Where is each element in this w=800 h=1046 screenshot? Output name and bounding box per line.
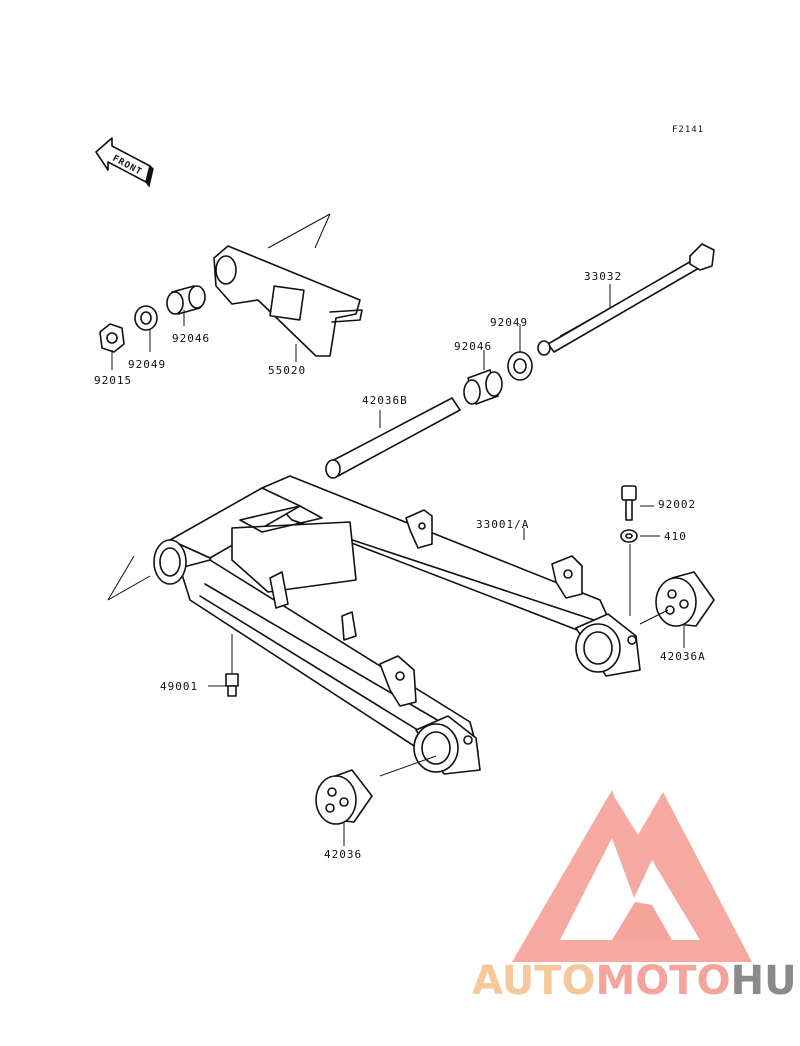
label-49001: 49001 [160,680,198,693]
label-42036B: 42036B [362,394,408,407]
label-92046-right: 92046 [454,340,492,353]
label-33001A: 33001/A [476,518,529,531]
section-lines [107,213,331,601]
watermark-logo [512,790,752,962]
label-92015: 92015 [94,374,132,387]
nut-92015 [99,323,125,353]
watermark-text: AUTOMOTOHUB [472,958,800,1004]
torque-link [213,245,363,357]
label-92002: 92002 [658,498,696,511]
watermark-moto: MOTO [596,958,731,1004]
bushing-42036A [655,571,715,627]
leader-lines [111,284,685,846]
label-410: 410 [664,530,687,543]
label-42036: 42036 [324,848,362,861]
front-arrow-icon: FRONT [95,137,154,188]
seal-92049-right [507,351,533,381]
washer-410 [620,529,638,543]
bushing-42036 [315,769,373,825]
label-42036A: 42036A [660,650,706,663]
label-55020: 55020 [268,364,306,377]
bolt-92002 [621,485,637,521]
bearing-92046-right [463,369,503,405]
bearing-92046-left [166,285,206,315]
label-33032: 33032 [584,270,622,283]
label-92046-left: 92046 [172,332,210,345]
part-labels: 33032 92049 92046 92046 55020 92049 9201… [94,270,706,861]
label-92049-right: 92049 [490,316,528,329]
watermark-auto: AUTO [472,958,596,1004]
seal-92049-left [134,305,158,331]
collar-tube [325,397,461,479]
pivot-shaft [537,243,715,356]
label-92049-left: 92049 [128,358,166,371]
grease-nipple-49001 [225,673,239,697]
diagram-code: F2141 [672,125,704,135]
watermark-hub: HUB [731,958,800,1004]
swingarm [153,475,641,775]
